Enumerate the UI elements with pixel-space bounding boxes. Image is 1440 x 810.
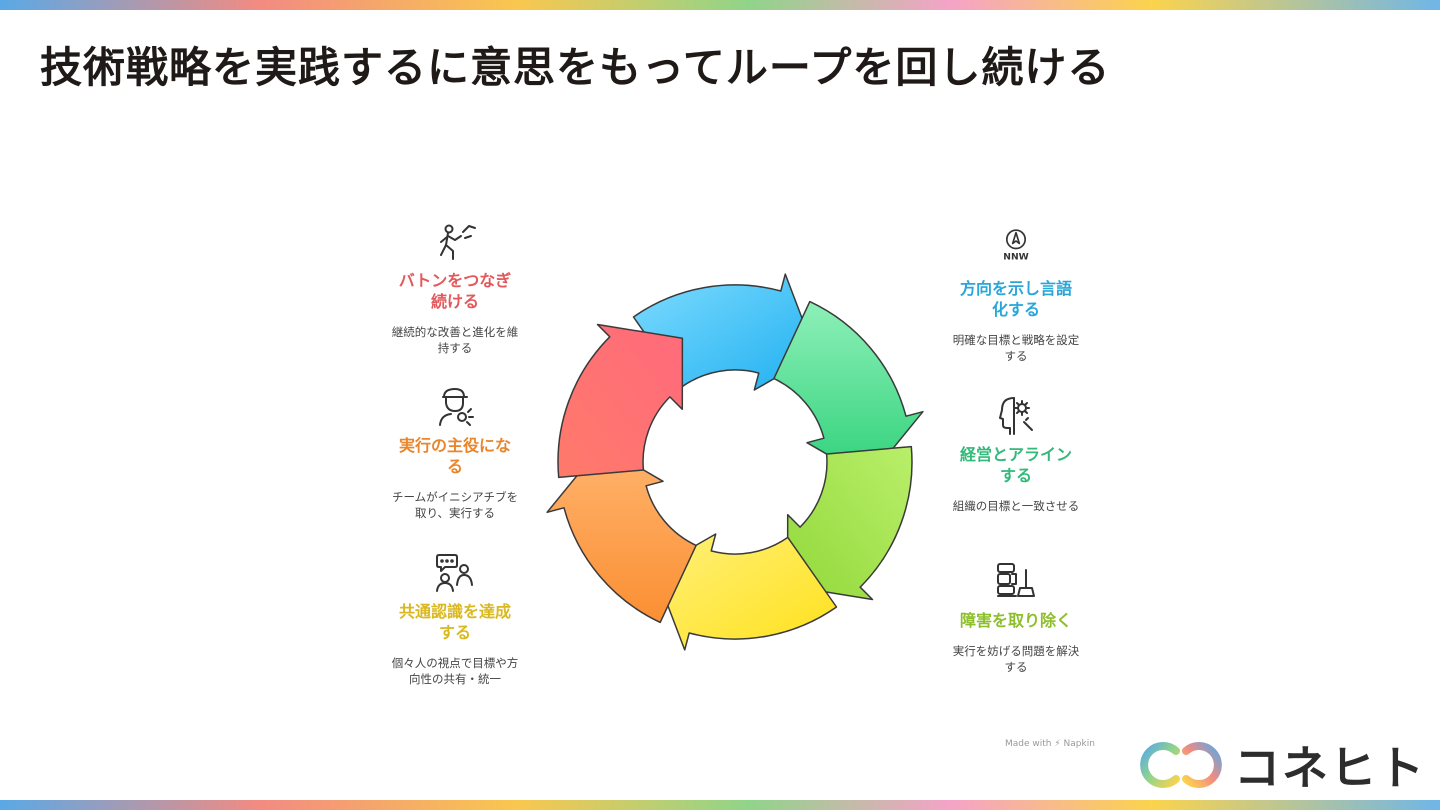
logo-text: コネヒト — [1234, 741, 1426, 795]
bottom-gradient-stripe — [0, 800, 1440, 810]
worker-icon — [439, 388, 474, 426]
step-shared-understanding-desc: 個々人の視点で目標や方向性の共有・統一 — [391, 656, 519, 686]
step-baton-desc: 継続的な改善と進化を維持する — [391, 325, 519, 355]
step-shared-understanding: 共通認識を達成する 個々人の視点で目標や方向性の共有・統一 — [375, 549, 535, 687]
step-remove-obstacles-heading: 障害を取り除く — [959, 611, 1072, 630]
step-align-management-heading: 経営とアラインする — [959, 445, 1072, 485]
step-direction-heading: 方向を示し言語化する — [959, 279, 1072, 319]
cycle-arrow-lead — [546, 444, 697, 624]
logo-rings-icon — [1140, 742, 1222, 788]
step-shared-understanding-heading: 共通認識を達成する — [398, 602, 511, 642]
relay-runner-icon — [440, 224, 476, 260]
page-title: 技術戦略を実践するに意思をもってループを回し続ける — [40, 43, 1111, 92]
head-gear-icon — [999, 397, 1033, 435]
step-lead-execution-heading: 実行の主役になる — [398, 436, 511, 476]
compass-icon: NNW — [1003, 229, 1029, 262]
step-lead-execution-desc: チームがイニシアチブを取り、実行する — [392, 490, 518, 520]
step-baton-heading: バトンをつなぎ続ける — [398, 271, 512, 311]
compass-label: NNW — [1003, 251, 1028, 262]
step-align-management-desc: 組織の目標と一致させる — [952, 499, 1080, 513]
cycle-diagram — [546, 273, 924, 651]
cycle-arrow-align — [773, 300, 924, 480]
top-gradient-stripe — [0, 0, 1440, 10]
cycle-arrow-obstacles — [786, 445, 913, 601]
people-chat-icon — [436, 554, 473, 592]
step-remove-obstacles: 障害を取り除く 実行を妨げる問題を解決する — [936, 558, 1096, 675]
made-with-napkin-credit: Made with ⚡ Napkin — [1005, 739, 1095, 749]
hammer-blocks-icon — [997, 563, 1035, 597]
cycle-arrow-baton — [557, 323, 684, 479]
step-baton: バトンをつなぎ続ける 継続的な改善と進化を維持する — [375, 218, 535, 356]
cycle-arrow-shared — [653, 533, 838, 651]
step-remove-obstacles-desc: 実行を妨げる問題を解決する — [952, 644, 1080, 674]
step-align-management: 経営とアラインする 組織の目標と一致させる — [936, 392, 1096, 514]
step-lead-execution: 実行の主役になる チームがイニシアチブを取り、実行する — [375, 383, 535, 521]
company-logo: コネヒト — [1136, 732, 1426, 798]
step-direction: NNW 方向を示し言語化する 明確な目標と戦略を設定する — [936, 226, 1096, 364]
step-direction-desc: 明確な目標と戦略を設定する — [952, 333, 1080, 363]
